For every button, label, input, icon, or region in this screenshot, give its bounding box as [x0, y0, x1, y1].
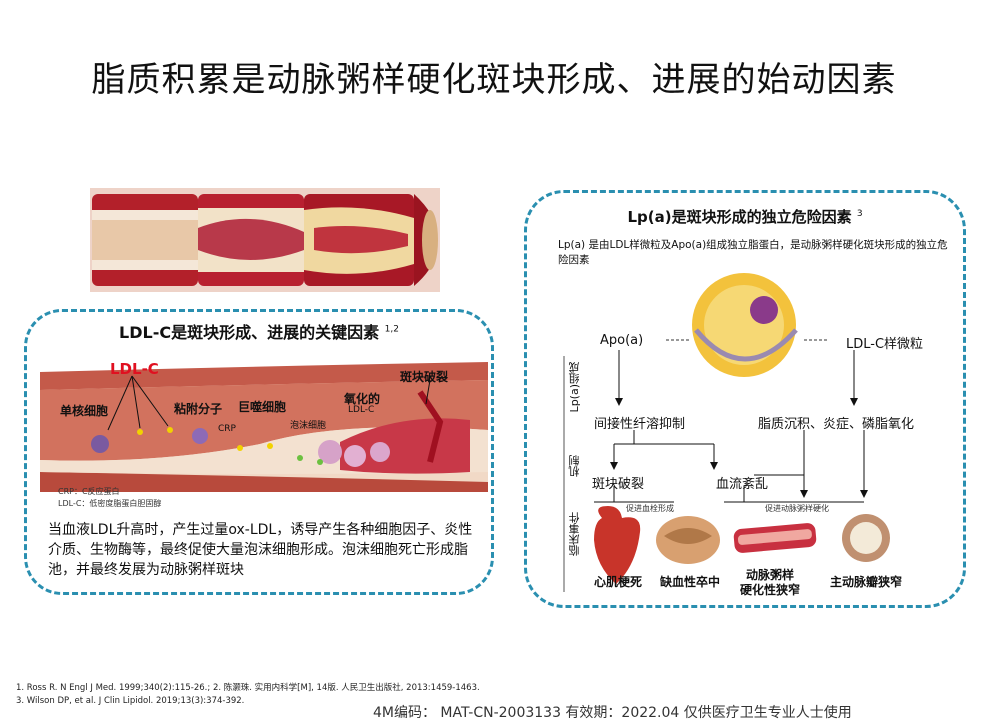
plaque-rupture-node: 斑块破裂: [592, 477, 645, 492]
outcome-stroke: 缺血性卒中: [660, 575, 721, 589]
side-label-clinical: 临床事件: [568, 512, 581, 556]
side-label-composition: Lp(a)组成: [568, 362, 581, 413]
oxidized-label: 氧化的: [344, 392, 381, 406]
thrombosis-note: 促进血栓形成: [626, 504, 674, 513]
ldl-panel: [24, 309, 494, 595]
artery-progression-illustration: [90, 188, 440, 292]
reference-item: 3. Wilson DP, et al. J Clin Lipidol. 201…: [16, 696, 245, 706]
abbreviation-legend: CRP：C反应蛋白 LDL-C：低密度脂蛋白胆固醇: [58, 486, 161, 510]
lpa-description: Lp(a) 是由LDL样微粒及Apo(a)组成独立脂蛋白，是动脉粥样硬化斑块形成…: [558, 239, 948, 266]
blood-flow-node: 血流紊乱: [716, 477, 769, 492]
lpa-flow-diagram: [563, 273, 890, 592]
lpa-panel: [524, 190, 966, 608]
lipid-node: 脂质沉积、炎症、磷脂氧化: [758, 417, 915, 432]
outcome-stenosis: 动脉粥样 硬化性狭窄: [740, 568, 801, 597]
ldl-description: 当血液LDL升高时，产生过量ox-LDL，诱导产生各种细胞因子、炎性介质、生物酶…: [48, 522, 473, 578]
adhesion-molecule-label: 粘附分子: [174, 402, 223, 416]
page-title: 脂质积累是动脉粥样硬化斑块形成、进展的始动因素: [91, 60, 897, 100]
foam-cell-label: 泡沫细胞: [290, 421, 327, 431]
ldl-panel-heading: LDL-C是斑块形成、进展的关键因素 1,2: [119, 323, 399, 342]
ldl-like-node: LDL-C样微粒: [846, 337, 924, 352]
monocyte-label: 单核细胞: [60, 404, 109, 418]
side-label-mechanism: 机制: [568, 455, 581, 477]
outcome-aortic: 主动脉瓣狭窄: [830, 575, 903, 589]
fibrinolysis-node: 间接性纤溶抑制: [594, 417, 686, 432]
oxidized-ldlc-label: LDL-C: [348, 405, 375, 415]
ldlc-label: LDL-C: [110, 360, 159, 378]
lpa-panel-heading: Lp(a)是斑块形成的独立危险因素 3: [627, 208, 863, 226]
legend-item: CRP：C反应蛋白: [58, 487, 120, 496]
atherosclerosis-note: 促进动脉粥样硬化: [765, 504, 829, 513]
outcome-mi: 心肌梗死: [594, 575, 643, 589]
macrophage-label: 巨噬细胞: [238, 400, 287, 414]
vessel-illustration: [40, 362, 488, 492]
references: 1. Ross R. N Engl J Med. 1999;340(2):115…: [16, 682, 480, 708]
plaque-rupture-label: 斑块破裂: [400, 370, 449, 384]
reference-item: 1. Ross R. N Engl J Med. 1999;340(2):115…: [16, 683, 480, 693]
apoa-node: Apo(a): [600, 333, 644, 348]
footer-code: 4M编码： MAT-CN-2003133 有效期：2022.04 仅供医疗卫生专…: [373, 705, 852, 721]
crp-label: CRP: [218, 424, 236, 434]
legend-item: LDL-C：低密度脂蛋白胆固醇: [58, 499, 162, 508]
